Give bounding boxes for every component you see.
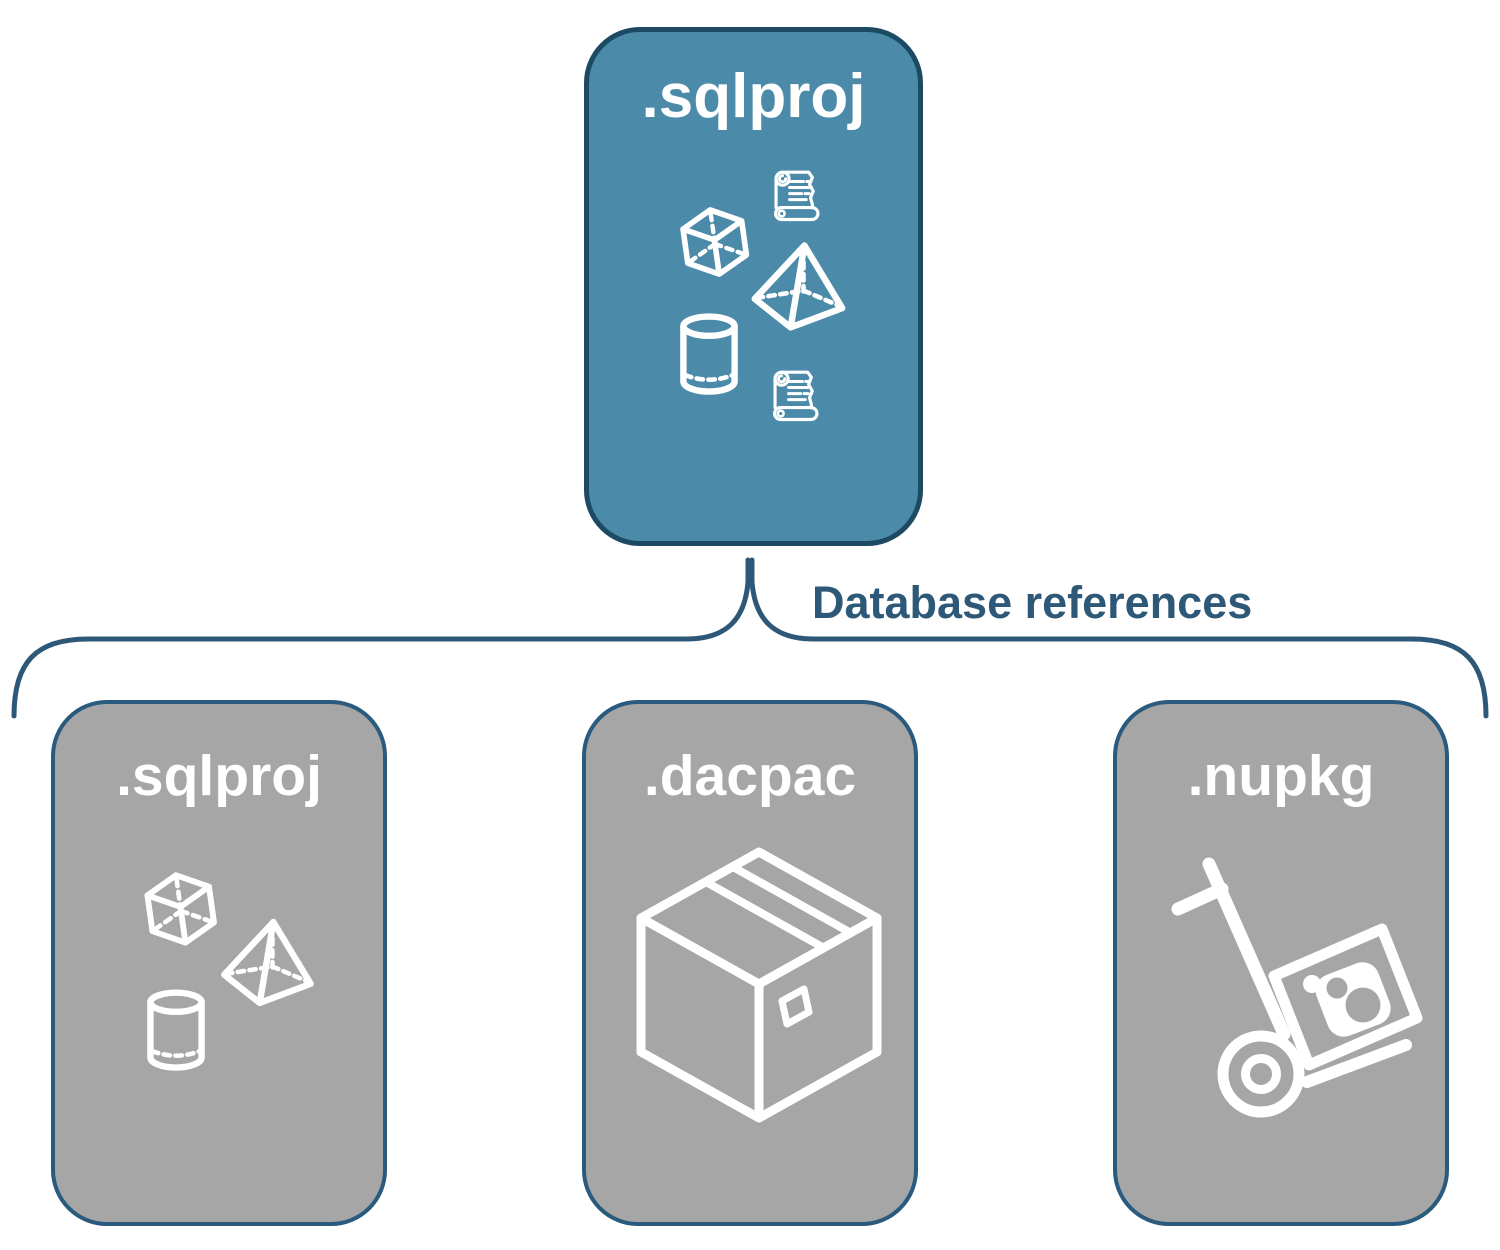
scroll-icon xyxy=(769,367,823,423)
cylinder-icon xyxy=(144,989,208,1073)
connector-label: Database references xyxy=(812,577,1253,628)
cube-icon xyxy=(675,204,755,284)
pyramid-icon xyxy=(217,915,317,1009)
child-node-dacpac: .dacpac xyxy=(582,700,918,1226)
cylinder-icon xyxy=(677,312,741,398)
root-node-sqlproj: .sqlproj xyxy=(584,27,923,546)
child-node-label: .nupkg xyxy=(1187,744,1375,808)
nuget-handtruck-icon xyxy=(1171,856,1444,1141)
package-box-icon xyxy=(631,846,882,1123)
root-node-label: .sqlproj xyxy=(641,62,866,131)
child-node-nupkg: .nupkg xyxy=(1113,700,1449,1226)
child-node-label: .sqlproj xyxy=(116,744,322,808)
child-node-sqlproj: .sqlproj xyxy=(51,700,387,1226)
cube-icon xyxy=(139,869,223,953)
scroll-icon xyxy=(770,167,824,223)
child-node-label: .dacpac xyxy=(643,744,857,808)
pyramid-icon xyxy=(746,240,850,332)
